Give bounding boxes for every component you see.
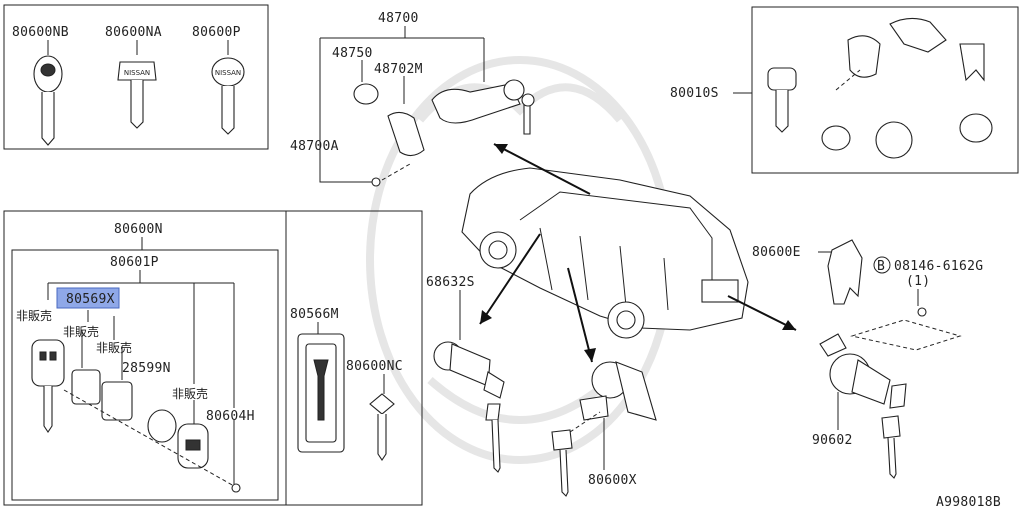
label-80601P[interactable]: 80601P <box>110 255 159 270</box>
label-48700[interactable]: 48700 <box>378 11 419 26</box>
label-80010S[interactable]: 80010S <box>670 86 719 101</box>
label-80566M[interactable]: 80566M <box>290 307 339 322</box>
key-holder-card-icon <box>297 333 345 453</box>
key-80600NC-icon <box>369 393 395 461</box>
diagram-id: A998018B <box>936 495 1001 510</box>
label-80600X[interactable]: 80600X <box>588 473 637 488</box>
label-08146-qty: (1) <box>906 274 930 289</box>
callout-arrows <box>479 143 797 363</box>
label-80600NC[interactable]: 80600NC <box>346 359 403 374</box>
not-for-sale-label-2: 非販売 <box>63 324 99 339</box>
key-blanks-box <box>3 4 269 150</box>
key-set-subbox <box>11 249 279 501</box>
key-brand-text: NISSAN <box>124 69 150 77</box>
label-80604H[interactable]: 80604H <box>206 409 255 424</box>
steering-lock-assembly-icon <box>353 79 535 187</box>
label-48700A[interactable]: 48700A <box>290 139 339 154</box>
trunk-lock-cylinder-icon <box>551 361 657 497</box>
back-door-lock-icon <box>819 307 962 479</box>
key-brand-text-2: NISSAN <box>215 69 241 77</box>
label-48702M[interactable]: 48702M <box>374 62 423 77</box>
lock-kit-box <box>751 6 1019 174</box>
label-48750[interactable]: 48750 <box>332 46 373 61</box>
retainer-clip-icon <box>827 239 863 305</box>
label-68632S[interactable]: 68632S <box>426 275 475 290</box>
not-for-sale-label-1: 非販売 <box>16 308 52 323</box>
label-28599N[interactable]: 28599N <box>122 361 171 376</box>
label-80600NA[interactable]: 80600NA <box>105 25 162 40</box>
label-80600E[interactable]: 80600E <box>752 245 801 260</box>
bolt-symbol: B <box>873 256 891 274</box>
bolt-symbol-letter: B <box>877 259 885 274</box>
label-08146-6162G[interactable]: 08146-6162G <box>894 259 983 274</box>
station-wagon-car-icon <box>461 167 749 339</box>
not-for-sale-label-4: 非販売 <box>172 386 208 401</box>
label-90602[interactable]: 90602 <box>812 433 853 448</box>
label-80569X[interactable]: 80569X <box>66 292 115 307</box>
label-80600NB[interactable]: 80600NB <box>12 25 69 40</box>
not-for-sale-label-3: 非販売 <box>96 340 132 355</box>
transmitter-key-parts-icon <box>31 339 241 493</box>
key-80600NA-icon: NISSAN <box>117 61 157 129</box>
lock-kit-parts-icon <box>767 17 993 159</box>
key-80600NB-icon <box>33 55 63 146</box>
label-80600P[interactable]: 80600P <box>192 25 241 40</box>
key-80600P-icon: NISSAN <box>211 57 245 135</box>
highlighted-part-80569X[interactable] <box>56 287 120 309</box>
transmitter-set-box <box>3 210 423 506</box>
label-80600N[interactable]: 80600N <box>114 222 163 237</box>
door-lock-cylinder-icon <box>433 341 505 473</box>
